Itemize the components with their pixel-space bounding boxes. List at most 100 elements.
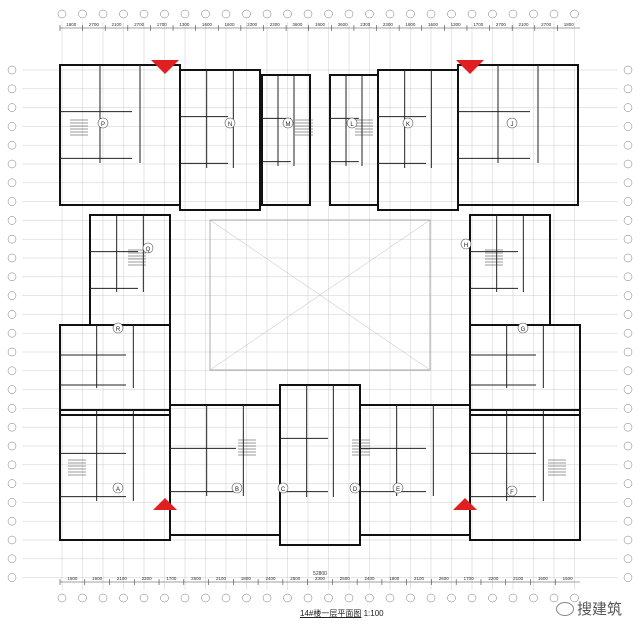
unit-label-bubble — [112, 482, 124, 494]
axis-bubble — [7, 84, 17, 94]
axis-bubble — [623, 441, 633, 451]
entrance-arrow-down — [151, 60, 179, 74]
dimension-label: 1600 — [538, 576, 549, 581]
dimension-label: 1600 — [202, 22, 213, 27]
axis-bubble — [508, 593, 518, 603]
unit-label-bubble — [506, 117, 518, 129]
axis-bubble — [7, 272, 17, 282]
dimension-label: 1800 — [66, 22, 77, 27]
unit-label: B — [235, 487, 239, 493]
axis-bubble — [623, 65, 633, 75]
axis-bubble — [283, 9, 292, 19]
axis-bubble — [623, 216, 633, 225]
dimension-label: 2300 — [383, 22, 394, 27]
axis-bubble — [623, 573, 633, 582]
axis-bubble — [623, 516, 633, 526]
unit-label-bubble — [402, 117, 414, 129]
axis-bubble — [180, 9, 190, 19]
building-wall — [89, 214, 171, 326]
axis-bubble — [7, 103, 17, 112]
axis-bubble — [7, 216, 17, 225]
unit-label-bubble — [97, 117, 109, 129]
dimension-label: 2700 — [134, 22, 145, 27]
axis-bubble — [201, 9, 210, 19]
building-wall — [179, 69, 261, 211]
unit-label: F — [510, 490, 514, 496]
axis-bubble — [426, 9, 436, 19]
dimension-label: 2100 — [216, 576, 227, 581]
axis-bubble — [426, 593, 436, 603]
axis-bubble — [57, 9, 67, 19]
axis-bubble — [570, 9, 579, 19]
axis-bubble — [623, 84, 633, 94]
axis-bubble — [549, 9, 559, 19]
axis-bubble — [508, 9, 518, 19]
axis-bubble — [623, 460, 633, 470]
axis-bubble — [385, 593, 395, 603]
dimension-label: 2100 — [414, 576, 425, 581]
axis-bubble — [570, 593, 579, 603]
axis-bubble — [623, 291, 633, 300]
axis-bubble — [98, 593, 108, 603]
axis-bubble — [7, 140, 17, 150]
dimension-label: 1600 — [405, 22, 416, 27]
dimension-label: 1500 — [563, 576, 574, 581]
dimension-label: 1700 — [464, 576, 475, 581]
dimension-label: 2400 — [265, 576, 276, 581]
axis-bubble — [7, 291, 17, 300]
axis-bubble — [623, 140, 633, 150]
axis-bubble — [7, 385, 17, 394]
dimension-label: 1700 — [157, 22, 168, 27]
axis-bubble — [119, 9, 128, 19]
dimension-label: 1700 — [473, 22, 484, 27]
axis-bubble — [303, 593, 313, 603]
axis-bubble — [623, 328, 633, 338]
axis-bubble — [303, 9, 313, 19]
drawing-title: 14#楼一层平面图 — [300, 609, 362, 618]
axis-bubble — [221, 593, 231, 603]
unit-label: Q — [146, 247, 151, 253]
dimension-label: 3600 — [338, 22, 349, 27]
entrance-arrow-up — [153, 498, 177, 510]
axis-bubble — [7, 460, 17, 470]
dimension-label: 2100 — [518, 22, 529, 27]
axis-bubble — [344, 593, 354, 603]
unit-label: M — [286, 122, 291, 128]
axis-bubble — [78, 9, 87, 19]
dimension-label: 1800 — [389, 576, 400, 581]
unit-label-bubble — [231, 482, 243, 494]
axis-bubble — [7, 122, 17, 131]
axis-bubble — [623, 159, 633, 169]
unit-label-bubble — [506, 485, 518, 497]
dimension-label: 1600 — [92, 576, 103, 581]
axis-bubble — [221, 9, 231, 19]
dimension-label: 1300 — [451, 22, 462, 27]
axis-bubble — [180, 593, 190, 603]
axis-bubble — [623, 272, 633, 282]
axis-bubble — [623, 554, 633, 564]
axis-bubble — [283, 593, 292, 603]
axis-bubble — [623, 197, 633, 206]
dimension-label: 2400 — [365, 576, 376, 581]
building-wall — [59, 324, 171, 416]
unit-label-bubble — [346, 117, 358, 129]
unit-label: A — [116, 487, 120, 493]
axis-bubble — [365, 9, 374, 19]
axis-bubble — [7, 197, 17, 206]
axis-bubble — [7, 535, 17, 545]
axis-bubble — [385, 9, 395, 19]
axis-bubble — [488, 9, 497, 19]
dimension-label: 1800 — [241, 576, 252, 581]
dimension-label: 2100 — [112, 22, 123, 27]
axis-bubble — [529, 9, 538, 19]
building-wall — [329, 74, 379, 206]
axis-bubble — [406, 593, 415, 603]
axis-bubble — [7, 479, 17, 488]
drawing-scale: 1:100 — [363, 609, 384, 618]
dimension-label: 2300 — [247, 22, 258, 27]
unit-label-bubble — [112, 322, 124, 334]
unit-label: K — [406, 122, 410, 128]
axis-bubble — [57, 593, 67, 603]
unit-label-bubble — [460, 238, 472, 250]
building-wall — [261, 74, 311, 206]
